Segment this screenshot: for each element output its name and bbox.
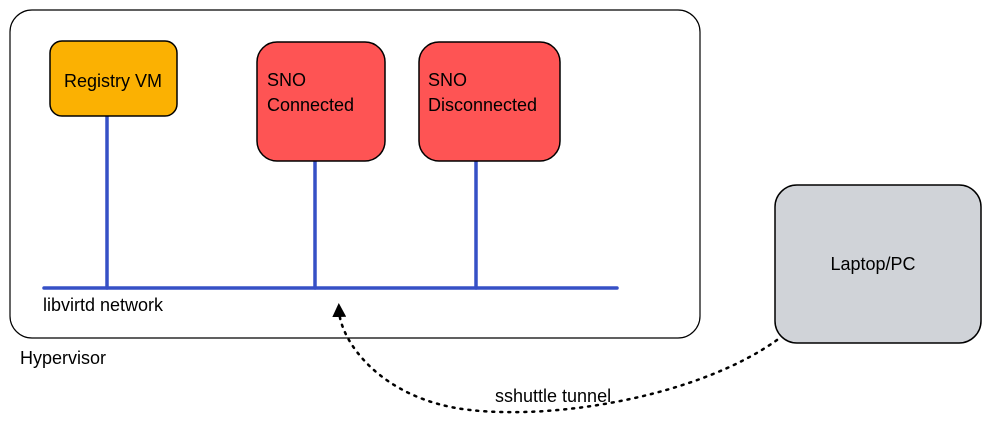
sno-disconnected-label-line1: SNO: [428, 70, 467, 90]
sno-disconnected-box[interactable]: [418, 41, 561, 162]
sno-connected-label-line2: Connected: [267, 95, 354, 115]
hypervisor-label: Hypervisor: [20, 348, 106, 368]
laptop-pc-box[interactable]: [774, 184, 982, 344]
sno-disconnected-label-line2: Disconnected: [428, 95, 537, 115]
laptop-pc-node[interactable]: Laptop/PC: [774, 184, 982, 344]
sno-disconnected-node[interactable]: SNO Disconnected: [418, 41, 561, 162]
registry-vm-box[interactable]: [49, 40, 178, 117]
sshuttle-tunnel-label: sshuttle tunnel: [495, 386, 611, 406]
registry-vm-label: Registry VM: [64, 71, 162, 91]
sno-connected-label-line1: SNO: [267, 70, 306, 90]
libvirtd-network: [42, 114, 619, 290]
sno-connected-box[interactable]: [256, 41, 386, 162]
network-label: libvirtd network: [43, 295, 164, 315]
laptop-pc-label: Laptop/PC: [830, 254, 915, 274]
sno-connected-node[interactable]: SNO Connected: [256, 41, 386, 162]
sshuttle-tunnel-arrow: [332, 303, 779, 414]
registry-vm-node[interactable]: Registry VM: [49, 40, 178, 117]
